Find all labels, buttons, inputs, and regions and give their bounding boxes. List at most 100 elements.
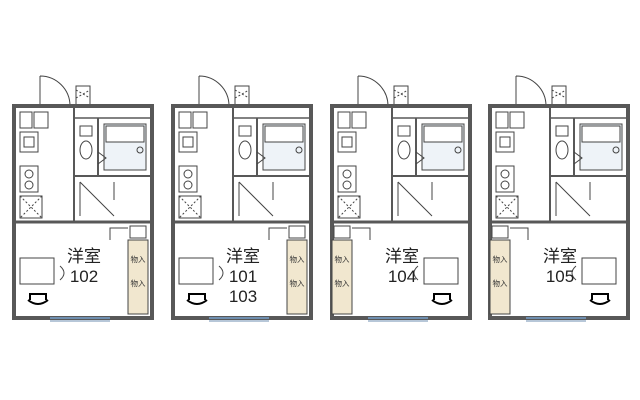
tv-stand	[288, 225, 306, 239]
toilet-tank	[397, 125, 411, 137]
room-type-label: 洋室	[543, 247, 577, 267]
storage-label: 物入	[335, 278, 350, 288]
entrance-step	[551, 85, 567, 107]
bath-drain	[136, 146, 144, 154]
shelf-box	[495, 111, 509, 129]
storage-label: 物入	[493, 254, 508, 264]
unit-number: 102	[70, 267, 98, 286]
entrance-door-swing	[357, 75, 389, 107]
bath-door	[573, 151, 583, 165]
sink-bowl	[499, 136, 511, 148]
entrance-mark	[551, 89, 567, 99]
storage-label: 物入	[493, 278, 508, 288]
bath-drain	[295, 146, 303, 154]
desk	[581, 257, 617, 285]
hall-door-swing	[555, 181, 591, 217]
stove-burner	[24, 180, 34, 190]
washer-space	[178, 195, 202, 219]
chair	[218, 265, 224, 281]
toilet-tank	[238, 125, 252, 137]
room-type-label: 洋室	[226, 247, 260, 267]
entrance-door-swing	[198, 75, 230, 107]
bath-basin	[105, 125, 145, 143]
storage-closet	[286, 239, 308, 315]
unit-number: 101	[229, 267, 257, 286]
stove-burner	[183, 180, 193, 190]
washer-mark	[19, 195, 43, 219]
storage-closet	[127, 239, 149, 315]
desk	[19, 257, 55, 285]
stove-burner	[183, 169, 193, 179]
stove	[19, 165, 39, 193]
storage-label: 物入	[290, 278, 305, 288]
shelf-box	[19, 111, 33, 129]
desk	[423, 257, 459, 285]
stove-burner	[500, 169, 510, 179]
entrance-mark	[393, 89, 409, 99]
closet-door	[352, 227, 371, 240]
toilet-bowl	[555, 140, 569, 160]
desk	[178, 257, 214, 285]
bath-door	[97, 151, 107, 165]
entrance-step	[75, 85, 91, 107]
tv-stand	[491, 225, 509, 239]
closet-door	[510, 227, 529, 240]
toilet-tank	[79, 125, 93, 137]
hall-door-swing	[238, 181, 274, 217]
room-type-label: 洋室	[385, 247, 419, 267]
entrance-mark	[75, 89, 91, 99]
bath-basin	[581, 125, 621, 143]
unit-number: 105	[546, 267, 574, 286]
closet-door	[109, 227, 128, 240]
storage-label: 物入	[290, 254, 305, 264]
sink-bowl	[341, 136, 353, 148]
stove-burner	[342, 169, 352, 179]
sink	[19, 131, 39, 153]
storage-label: 物入	[335, 254, 350, 264]
shelf-box	[178, 111, 192, 129]
chair-icon	[431, 293, 453, 305]
chair-icon	[27, 293, 49, 305]
chair	[571, 265, 577, 281]
entrance-step	[393, 85, 409, 107]
shelf-box	[351, 111, 367, 129]
bath-basin	[423, 125, 463, 143]
washer-space	[337, 195, 361, 219]
shelf-box	[33, 111, 49, 129]
sink	[178, 131, 198, 153]
chair-icon	[186, 293, 208, 305]
storage-closet	[331, 239, 353, 315]
entrance-door-swing	[515, 75, 547, 107]
stove-burner	[342, 180, 352, 190]
storage-label: 物入	[131, 278, 146, 288]
stove	[337, 165, 357, 193]
washer-mark	[495, 195, 519, 219]
tv-stand	[333, 225, 351, 239]
hall-door-swing	[79, 181, 115, 217]
shelf-box	[509, 111, 525, 129]
unit-number: 103	[229, 287, 257, 306]
hall-door-swing	[397, 181, 433, 217]
bath-drain	[612, 146, 620, 154]
bath-basin	[264, 125, 304, 143]
tv-stand	[129, 225, 147, 239]
stove-burner	[500, 180, 510, 190]
sink	[495, 131, 515, 153]
storage-closet	[489, 239, 511, 315]
chair	[59, 265, 65, 281]
toilet-tank	[555, 125, 569, 137]
bath-door	[415, 151, 425, 165]
washer-mark	[337, 195, 361, 219]
stove	[178, 165, 198, 193]
washer-space	[495, 195, 519, 219]
sink	[337, 131, 357, 153]
entrance-mark	[234, 89, 250, 99]
toilet-bowl	[79, 140, 93, 160]
room-type-label: 洋室	[67, 247, 101, 267]
toilet-bowl	[238, 140, 252, 160]
entrance-step	[234, 85, 250, 107]
